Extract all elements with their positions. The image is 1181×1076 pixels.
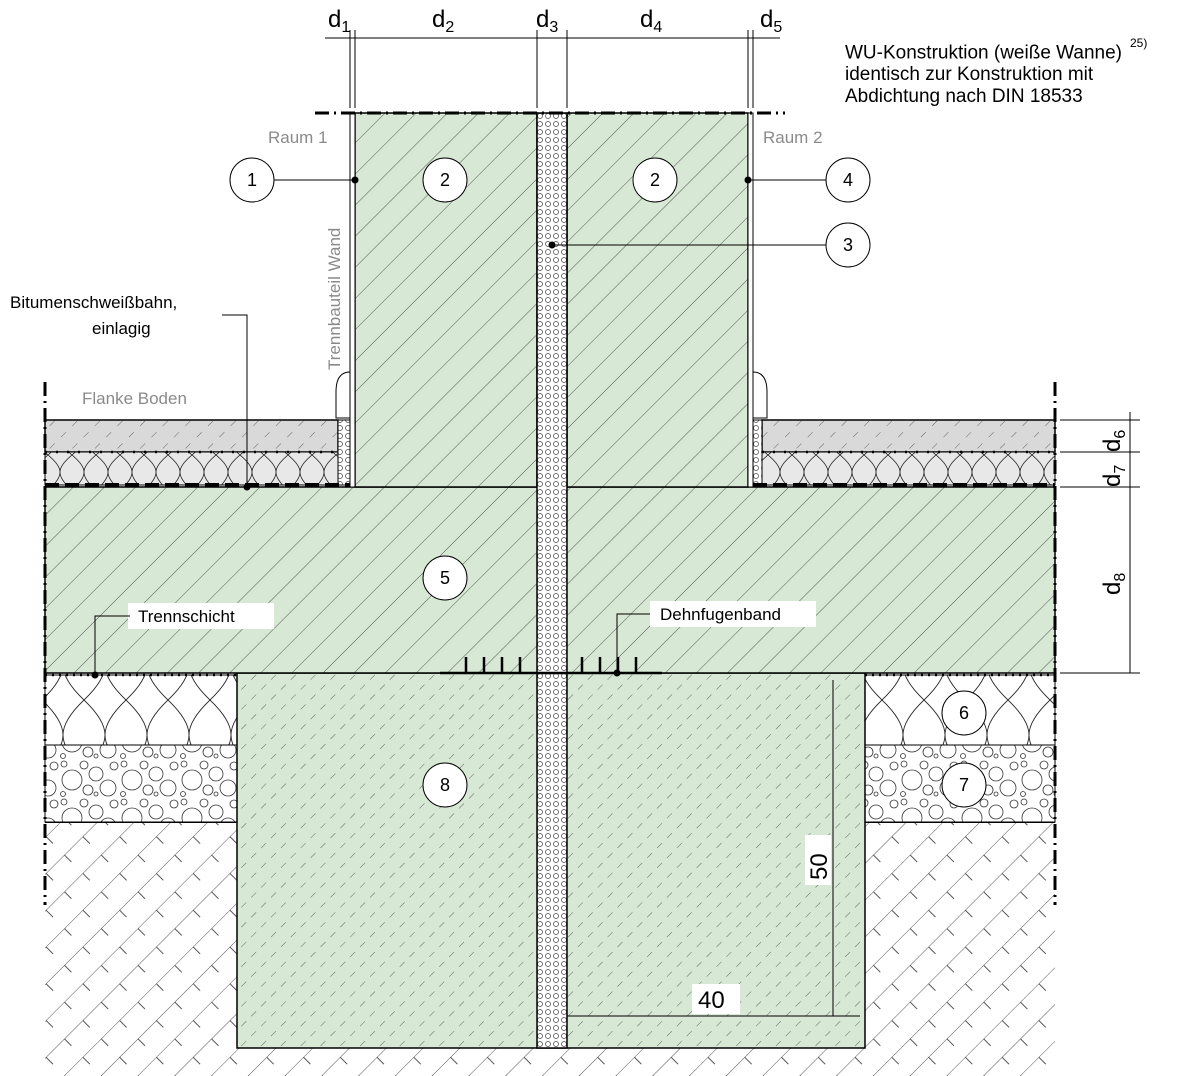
svg-text:8: 8 [440, 775, 450, 795]
marker-3: 3 [825, 222, 871, 268]
floor-buildup [44, 371, 1056, 487]
note-line-3: Abdichtung nach DIN 18533 [845, 86, 1083, 108]
marker-7: 7 [941, 762, 987, 808]
note-line-2: identisch zur Konstruktion mit [845, 64, 1094, 86]
dim-d6: d6 [1099, 430, 1129, 452]
foundation-height-label: 50 [806, 853, 833, 880]
room2-label: Raum 2 [763, 128, 823, 147]
dim-d5: d5 [760, 6, 782, 36]
svg-text:1: 1 [247, 170, 257, 190]
construction-note: WU-Konstruktion (weiße Wanne) 25) identis… [845, 36, 1147, 108]
waterstop-tape [440, 657, 662, 675]
foundation-width-label: 40 [698, 987, 725, 1014]
break-lines [43, 111, 1057, 905]
marker-6: 6 [941, 690, 987, 736]
soil [45, 821, 1055, 1076]
footnote-ref: 25) [1129, 36, 1148, 50]
dim-d7: d7 [1099, 465, 1129, 487]
dim-d4: d4 [640, 6, 662, 36]
top-dimension-line [325, 30, 780, 108]
svg-text:5: 5 [440, 568, 450, 588]
perimeter-insulation-layer [44, 674, 1056, 746]
leader-lines [94, 179, 826, 675]
dim-d2: d2 [432, 6, 454, 36]
wall-label: Trennbauteil Wand [325, 228, 344, 370]
right-dimension-line [1060, 412, 1140, 674]
dim-d1: d1 [328, 6, 350, 36]
room1-label: Raum 1 [268, 128, 328, 147]
svg-text:2: 2 [440, 170, 450, 190]
svg-text:2: 2 [650, 170, 660, 190]
joint-tape-label: Dehnfugenband [660, 605, 781, 624]
expansion-joint [536, 112, 568, 1049]
svg-text:3: 3 [843, 235, 853, 255]
marker-5: 5 [422, 555, 468, 601]
dim-d8: d8 [1099, 573, 1129, 595]
dim-d3: d3 [536, 6, 558, 36]
marker-4: 4 [825, 157, 871, 203]
marker-8: 8 [422, 762, 468, 808]
separation-label: Trennschicht [138, 607, 235, 626]
marker-2-right: 2 [632, 157, 678, 203]
bitumen-label-line1: Bitumenschweißbahn, [10, 293, 177, 312]
note-line-1: WU-Konstruktion (weiße Wanne) [845, 42, 1122, 64]
marker-2-left: 2 [422, 157, 468, 203]
svg-text:6: 6 [959, 703, 969, 723]
svg-text:7: 7 [959, 775, 969, 795]
flank-label: Flanke Boden [82, 389, 187, 408]
foundation-dimension-lines [567, 680, 860, 1017]
svg-text:4: 4 [843, 170, 853, 190]
marker-1: 1 [229, 157, 275, 203]
bitumen-label-line2: einlagig [92, 319, 151, 338]
